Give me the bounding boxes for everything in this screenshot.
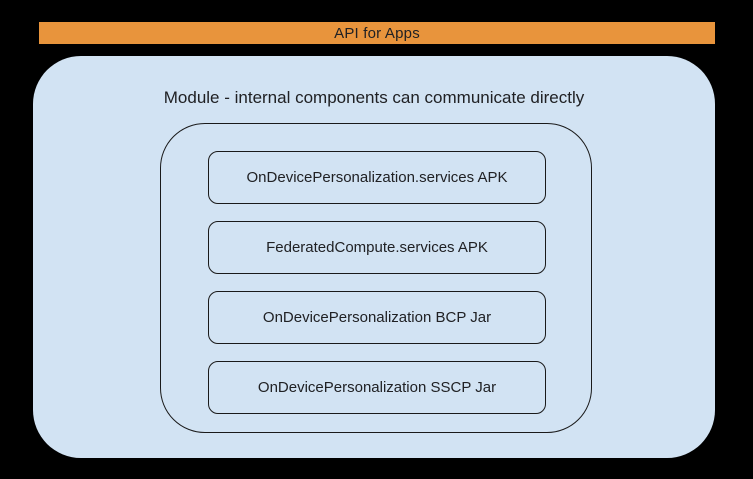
api-for-apps-bar: API for Apps [39, 22, 715, 44]
component-box-ondevicepersonalization-services-apk: OnDevicePersonalization.services APK [208, 151, 546, 204]
component-label: FederatedCompute.services APK [266, 239, 488, 256]
component-box-ondevicepersonalization-sscp-jar: OnDevicePersonalization SSCP Jar [208, 361, 546, 414]
component-box-ondevicepersonalization-bcp-jar: OnDevicePersonalization BCP Jar [208, 291, 546, 344]
component-box-federatedcompute-services-apk: FederatedCompute.services APK [208, 221, 546, 274]
api-for-apps-label: API for Apps [334, 24, 420, 42]
module-inner-group: OnDevicePersonalization.services APK Fed… [160, 123, 592, 433]
component-label: OnDevicePersonalization.services APK [246, 169, 508, 186]
component-label: OnDevicePersonalization BCP Jar [262, 309, 492, 326]
component-label: OnDevicePersonalization SSCP Jar [257, 379, 497, 396]
module-title: Module - internal components can communi… [163, 88, 585, 107]
module-container: Module - internal components can communi… [33, 56, 715, 458]
